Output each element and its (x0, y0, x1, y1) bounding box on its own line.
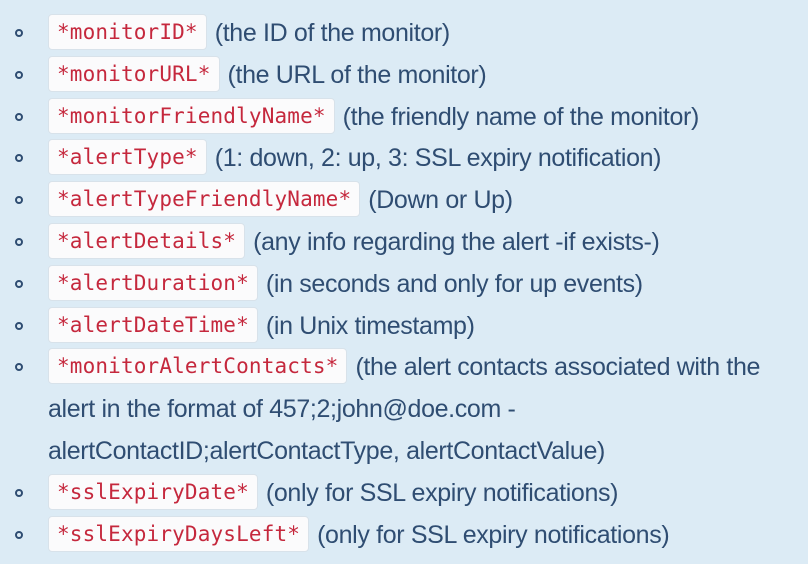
hollow-bullet-icon (15, 321, 23, 330)
variable-code: *alertDuration* (48, 264, 258, 301)
variable-description: (Down or Up) (368, 186, 513, 215)
list-item: *monitorFriendlyName*(the friendly name … (15, 97, 808, 139)
hollow-bullet-icon (15, 363, 23, 372)
variable-code: *monitorID* (48, 14, 207, 50)
variable-code: *alertDetails* (48, 222, 246, 259)
variable-code: *sslExpiryDaysLeft* (48, 515, 310, 552)
variable-description: (the ID of the monitor) (214, 19, 450, 47)
list-item: *alertType*(1: down, 2: up, 3: SSL expir… (15, 138, 808, 180)
variable-description: (1: down, 2: up, 3: SSL expiry notificat… (214, 144, 662, 173)
hollow-bullet-icon (15, 530, 23, 539)
variable-code: *monitorFriendlyName* (48, 97, 335, 134)
variable-code: *monitorURL* (48, 55, 220, 92)
list-item: *monitorID*(the ID of the monitor) (15, 13, 808, 55)
variable-description: (the alert contacts associated with the … (48, 353, 761, 465)
variable-description: (any info regarding the alert -if exists… (253, 227, 660, 256)
variable-description: (the friendly name of the monitor) (342, 102, 700, 131)
variable-code: *monitorAlertContacts* (48, 348, 348, 385)
list-item: *monitorURL*(the URL of the monitor) (15, 55, 808, 97)
variable-code: *alertTypeFriendlyName* (48, 181, 361, 218)
list-item: *sslExpiryDaysLeft*(only for SSL expiry … (15, 515, 808, 557)
hollow-bullet-icon (15, 29, 23, 37)
variable-description: (in seconds and only for up events) (265, 269, 643, 298)
hollow-bullet-icon (15, 70, 23, 79)
list-item: *alertDateTime*(in Unix timestamp) (15, 306, 808, 348)
list-item: *sslExpiryDate*(only for SSL expiry noti… (15, 473, 808, 515)
hollow-bullet-icon (15, 154, 23, 163)
hollow-bullet-icon (15, 488, 23, 497)
list-item: *alertDuration*(in seconds and only for … (15, 264, 808, 306)
variable-description: (only for SSL expiry notifications) (317, 520, 670, 549)
variable-description: (only for SSL expiry notifications) (265, 478, 619, 507)
hollow-bullet-icon (15, 196, 23, 205)
hollow-bullet-icon (15, 279, 23, 288)
hollow-bullet-icon (15, 237, 23, 246)
list-item: *monitorAlertContacts*(the alert contact… (15, 347, 808, 472)
variable-description: (the URL of the monitor) (227, 60, 487, 89)
variable-code: *alertDateTime* (48, 306, 258, 343)
hollow-bullet-icon (15, 112, 23, 121)
list-item: *alertTypeFriendlyName*(Down or Up) (15, 180, 808, 222)
variable-code: *sslExpiryDate* (48, 473, 258, 510)
list-item: *alertDetails*(any info regarding the al… (15, 222, 808, 264)
variable-code: *alertType* (48, 139, 207, 176)
variable-description: (in Unix timestamp) (265, 311, 475, 340)
